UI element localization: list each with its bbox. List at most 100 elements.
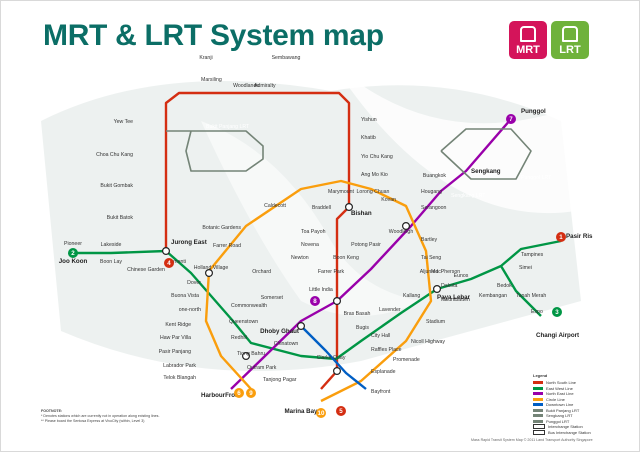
train-icon xyxy=(562,26,578,42)
station-label: Bukit Gombak xyxy=(100,183,133,189)
station-label: Promenade xyxy=(393,357,420,363)
legend-swatch xyxy=(533,386,543,390)
legend-swatch xyxy=(533,397,543,401)
station-label: Braddell xyxy=(312,205,331,211)
legend-item: Punggol LRT xyxy=(533,419,613,425)
legend-label: Sengkang LRT xyxy=(546,413,573,419)
station-label: Farrer Park xyxy=(318,269,345,275)
downtown-line xyxy=(300,325,367,390)
interchange-marker xyxy=(345,203,354,212)
station-label: Choa Chu Kang xyxy=(96,152,133,158)
station-label: Simei xyxy=(519,265,532,271)
line-badge-number: 4 xyxy=(167,260,171,267)
station-label: Dhoby Ghaut xyxy=(260,328,299,335)
legend-item: Interchange Station xyxy=(533,424,613,430)
interchange-marker xyxy=(162,247,171,256)
station-label: Dover xyxy=(187,280,201,286)
north-east-line xyxy=(230,118,512,390)
line-badge-number: 2 xyxy=(71,250,75,257)
legend-label: Downtown Line xyxy=(546,402,574,408)
station-label: Redhill xyxy=(231,335,247,341)
legend-label: North East Line xyxy=(546,391,574,397)
station-label: Haw Par Villa xyxy=(160,335,191,341)
station-label: Marsiling xyxy=(201,77,222,83)
station-label: Somerset xyxy=(261,295,284,301)
station-label: Novena xyxy=(301,242,319,248)
station-label: Kranji xyxy=(199,55,212,61)
station-label: Expo xyxy=(531,309,543,315)
line-badge-number: 8 xyxy=(313,298,317,305)
station-label: Bishan xyxy=(351,210,372,217)
legend-label: East West Line xyxy=(546,385,573,391)
line-badge-number: 1 xyxy=(559,234,563,241)
page-title: MRT & LRT System map xyxy=(43,19,384,52)
station-label: Holland Village xyxy=(194,265,229,271)
line-badge xyxy=(556,232,566,242)
line-badge xyxy=(246,388,256,398)
water-shape xyxy=(331,61,576,214)
footnote-line: * Denotes stations which are currently n… xyxy=(41,414,160,418)
rail-lines xyxy=(73,91,562,403)
legend-swatch xyxy=(533,429,545,435)
station-label: Botanic Gardens xyxy=(202,225,241,231)
station-label: Telok Blangah xyxy=(163,375,196,381)
station-label: Admiralty xyxy=(254,83,276,89)
station-label: Woodlands xyxy=(233,83,259,89)
line-badge-number: 10 xyxy=(318,410,325,417)
station-label: Potong Pasir xyxy=(351,242,381,248)
station-label: Hougang xyxy=(421,189,442,195)
footnote-line: ** Please board the Sentosa Express at V… xyxy=(41,419,145,423)
station-label: Kovan xyxy=(381,197,396,203)
station-label: Marymount xyxy=(328,189,355,195)
water-shape xyxy=(201,121,421,316)
station-labels: KranjiWoodlandsSembawangMarsilingAdmiral… xyxy=(59,55,593,415)
interchange-marker xyxy=(242,352,251,361)
station-label: Queenstown xyxy=(229,319,258,325)
line-badge xyxy=(552,307,562,317)
station-label: Commonwealth xyxy=(231,303,267,309)
legend-item: Circle Line xyxy=(533,397,613,403)
line-badge xyxy=(310,296,320,306)
station-label: Kallang xyxy=(403,293,420,299)
changi-branch-line xyxy=(499,265,542,317)
line-badge-number: 6 xyxy=(237,390,241,397)
station-label: Bukit Panjang LRT xyxy=(206,124,250,130)
station-label: Bartley xyxy=(421,237,438,243)
train-icon xyxy=(520,26,536,42)
legend-item: Bukit Panjang LRT xyxy=(533,408,613,414)
station-label: Buangkok xyxy=(423,173,446,179)
station-label: Punggol xyxy=(521,108,546,115)
station-label: Clarke Quay xyxy=(317,355,346,361)
station-label: Tai Seng xyxy=(421,255,441,261)
station-label: Boon Keng xyxy=(333,255,359,261)
station-label: Sengkang xyxy=(471,168,501,175)
legend-swatch xyxy=(533,403,543,407)
interchange-marker xyxy=(333,297,342,306)
station-label: Pasir Panjang xyxy=(159,349,191,355)
station-label: Newton xyxy=(291,255,309,261)
north-south-line xyxy=(164,91,351,390)
legend-item: North East Line xyxy=(533,391,613,397)
station-label: Serangoon xyxy=(421,205,446,211)
legend-label: Bus Interchange Station xyxy=(548,429,591,435)
footer-credit: Mass Rapid Transit System Map © 2011 Lan… xyxy=(471,438,593,442)
footnote-heading: FOOTNOTE: xyxy=(41,409,63,413)
station-label: Dakota xyxy=(441,283,458,289)
station-label: Nicoll Highway xyxy=(411,339,445,345)
station-label: Esplanade xyxy=(371,369,396,375)
station-label: Ang Mo Kio xyxy=(361,172,388,178)
station-label: Jurong East xyxy=(171,239,207,246)
line-badge xyxy=(234,388,244,398)
station-label: Changi Airport xyxy=(536,332,579,339)
station-label: Caldecott xyxy=(264,203,286,209)
legend-item: Sengkang LRT xyxy=(533,413,613,419)
line-badge-number: 7 xyxy=(509,116,513,123)
station-label: Lakeside xyxy=(101,242,122,248)
legend-swatch xyxy=(533,381,543,385)
legend-swatch xyxy=(533,408,543,412)
station-label: HarbourFront xyxy=(201,392,241,399)
map-background xyxy=(41,61,581,371)
station-label: Chinese Garden xyxy=(127,267,165,273)
